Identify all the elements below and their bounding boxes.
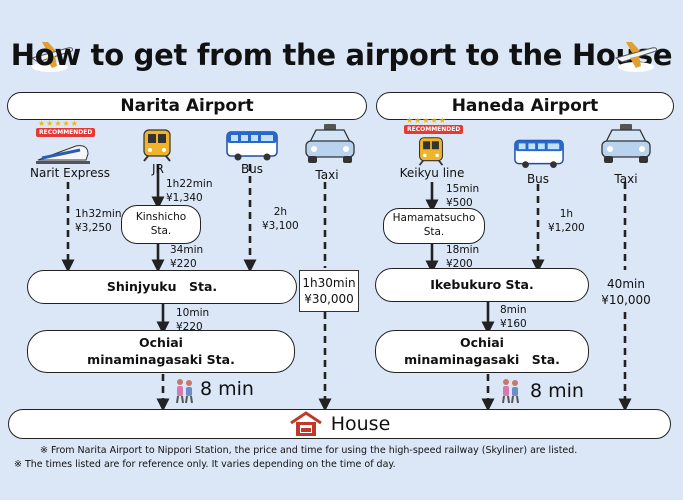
haneda-airport-header: Haneda Airport (376, 92, 674, 120)
ikebukuro-station: Ikebukuro Sta. (375, 268, 589, 302)
jr-time-price-1: 1h22min ¥1,340 (166, 178, 213, 204)
mode-jr: JR (152, 162, 164, 176)
haneda-taxi-time-price: 40min ¥10,000 (596, 272, 656, 312)
mode-taxi: Taxi (315, 168, 339, 182)
bus-time-price: 2h ¥3,100 (262, 206, 299, 232)
shinjyuku-station: Shinjyuku Sta. (27, 270, 297, 304)
keikyu-time-price-1: 15min ¥500 (446, 183, 480, 209)
walking-people-icon (174, 378, 196, 408)
narita-taxi-time-price: 1h30min ¥30,000 (299, 270, 359, 312)
taxi-icon (302, 122, 358, 170)
keikyu-time-price-2: 18min ¥200 (446, 244, 480, 270)
note-reference: ※ The times listed are for reference onl… (14, 459, 396, 470)
haneda-leg-time-price: 8min ¥160 (500, 304, 527, 330)
airplane-icon (612, 40, 660, 78)
kinshicho-transfer: Kinshicho Sta. (121, 205, 201, 244)
rating-stars: ★★★★★ (38, 119, 79, 128)
recommended-badge: RECOMMENDED (404, 125, 464, 134)
house-icon (289, 411, 323, 437)
ochiai-station-narita: Ochiai minaminagasaki Sta. (27, 330, 295, 373)
mode-bus: Bus (526, 172, 550, 186)
express-train-icon (36, 140, 90, 170)
rating-stars: ★★★★★ (406, 116, 447, 125)
walking-people-icon (500, 378, 522, 408)
page-title: How to get from the airport to the House (10, 38, 673, 72)
mode-keikyu-line: Keikyu line (399, 166, 465, 180)
bus-icon (225, 130, 279, 166)
route-arrows (61, 164, 632, 412)
train-icon (416, 136, 446, 170)
ochiai-station-haneda: Ochiai minaminagasaki Sta. (375, 330, 589, 373)
mode-narita-express: Narit Express (30, 166, 110, 180)
haneda-walk-time: 8 min (530, 380, 584, 402)
narita-walk-time: 8 min (200, 378, 254, 400)
house-destination: House (8, 409, 671, 439)
taxi-icon (598, 122, 654, 170)
express-time-price: 1h32min ¥3,250 (75, 208, 122, 234)
jr-time-price-2: 34min ¥220 (170, 244, 204, 270)
train-icon (140, 128, 174, 166)
recommended-badge: RECOMMENDED (36, 128, 96, 137)
note-skyliner: ※ From Narita Airport to Nippori Station… (40, 445, 578, 456)
bus-icon (513, 138, 565, 174)
airplane-icon (28, 40, 76, 78)
house-label: House (330, 413, 391, 435)
mode-bus: Bus (240, 162, 264, 176)
mode-taxi: Taxi (614, 172, 638, 186)
narita-airport-header: Narita Airport (7, 92, 367, 120)
hamamatsucho-transfer: Hamamatsucho Sta. (383, 208, 485, 244)
haneda-bus-time-price: 1h ¥1,200 (548, 208, 585, 234)
narita-leg-time-price: 10min ¥220 (176, 307, 210, 333)
